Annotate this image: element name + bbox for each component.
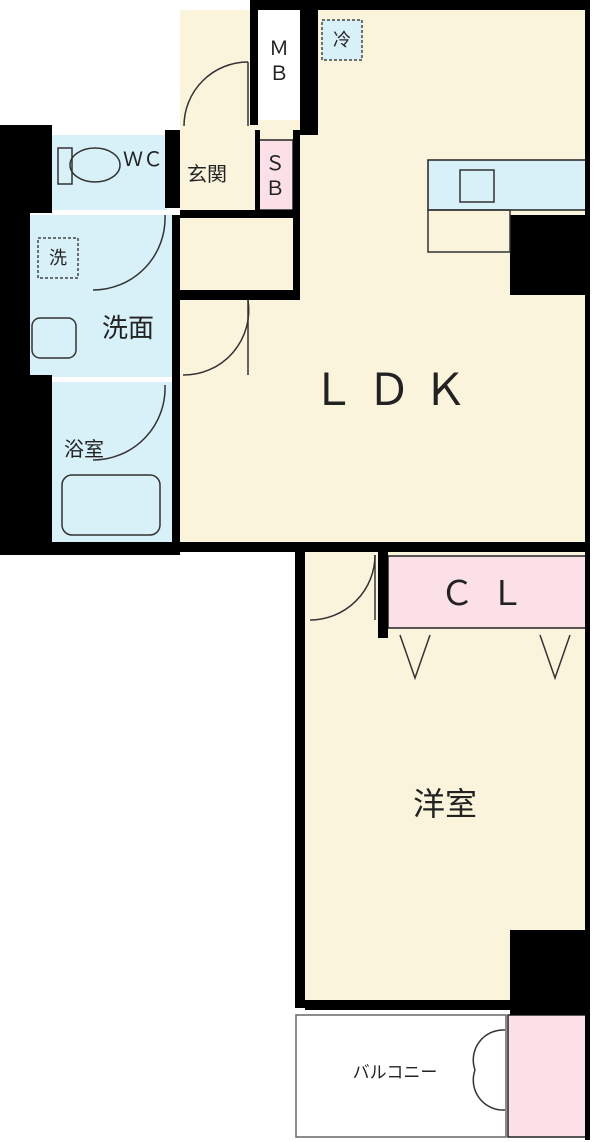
- wc-label: ＷＣ: [123, 147, 163, 171]
- fixtures: [31, 147, 511, 536]
- washer-box: [37, 237, 79, 279]
- wash-basin: [31, 317, 77, 359]
- washer-icon: 洗: [49, 248, 67, 269]
- refrigerator-icon: 冷: [333, 30, 351, 51]
- bathtub: [61, 474, 161, 536]
- balcony-label: バルコニー: [353, 1063, 438, 1083]
- shoe-box-label-2: Ｂ: [265, 176, 285, 200]
- door-swings: [92, 61, 571, 1111]
- bathroom-label: 浴室: [64, 437, 104, 461]
- closet-floor: [387, 555, 587, 629]
- closet-label: ＣＬ: [440, 574, 540, 614]
- balcony-floor: [295, 1014, 507, 1138]
- toilet-bowl: [69, 147, 121, 183]
- sink: [459, 169, 495, 203]
- ldk-label: ＬＤＫ: [311, 365, 479, 416]
- shoe-box-label-1: Ｓ: [265, 151, 285, 175]
- wash-room-label: 洗面: [102, 314, 154, 344]
- western-room-label: 洋室: [413, 785, 477, 823]
- kitchen-counter: [427, 159, 587, 211]
- outdoor-unit: [507, 1014, 589, 1138]
- meter-box-label-2: Ｂ: [269, 61, 289, 85]
- entrance-label: 玄関: [187, 162, 227, 186]
- refrigerator-box: [321, 19, 363, 61]
- meter-box-label-1: Ｍ: [269, 36, 289, 60]
- floor-areas: [30, 10, 589, 1138]
- meter-box-floor: [258, 10, 300, 120]
- bathroom-floor: [52, 382, 174, 542]
- toilet-tank: [57, 147, 73, 185]
